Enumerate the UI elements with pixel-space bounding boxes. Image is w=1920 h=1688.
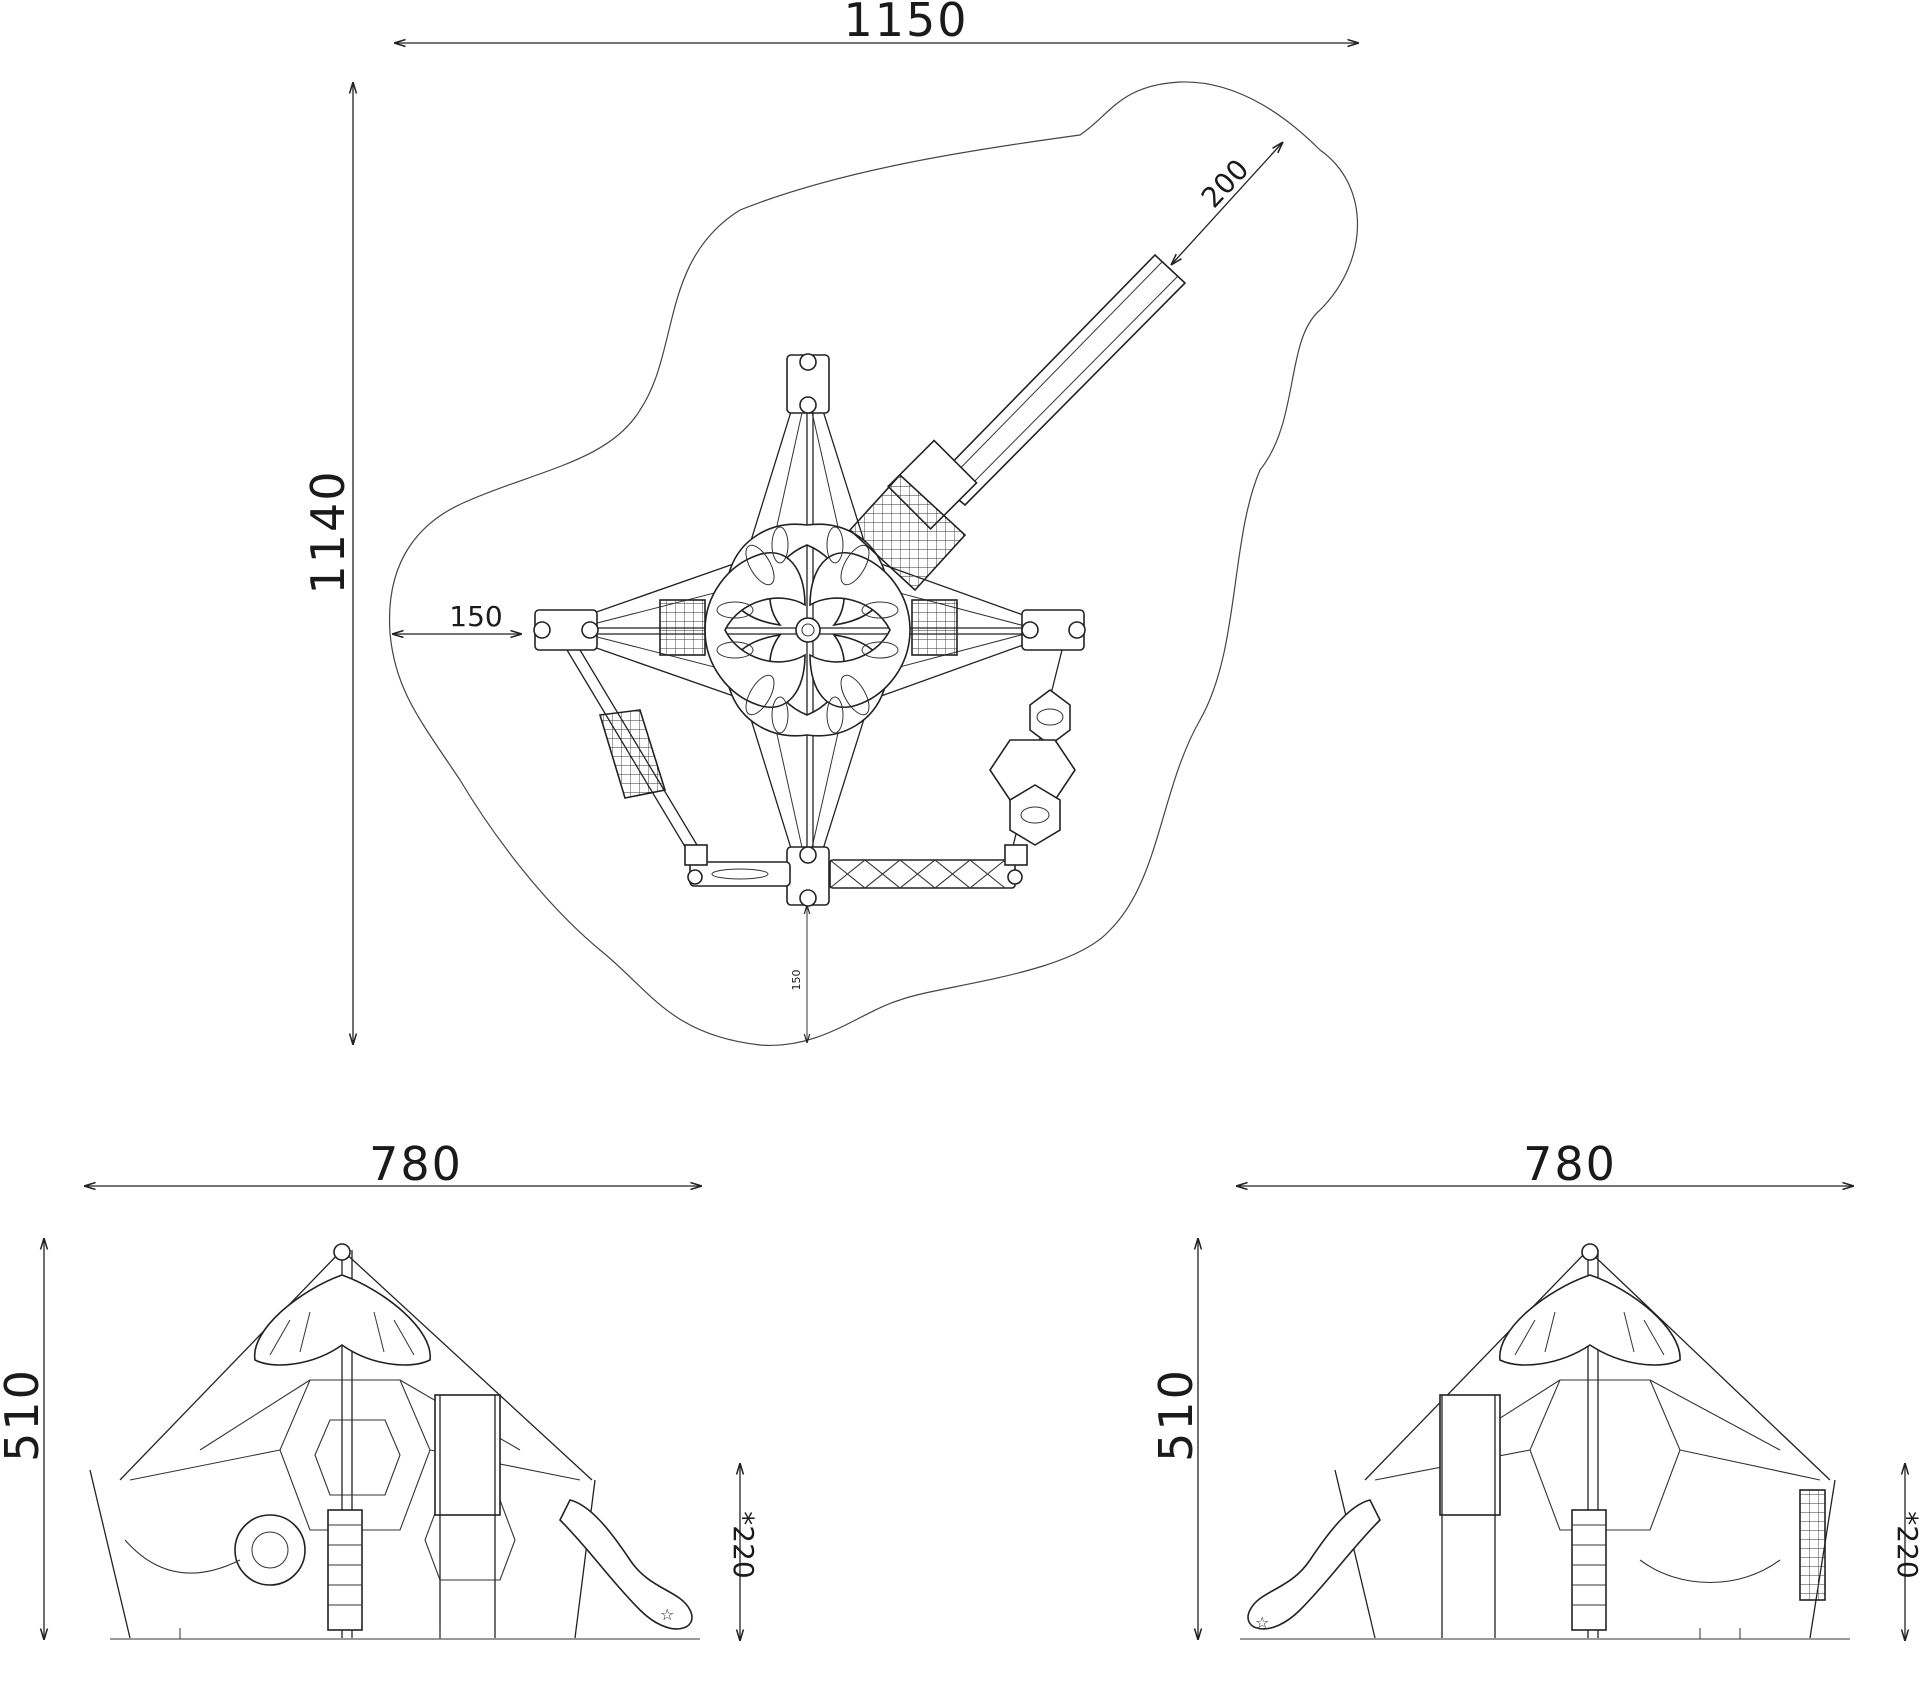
right-ring-climber [989,649,1076,851]
post-left [533,609,599,651]
slide-clearance-label: 200 [1195,153,1256,215]
rear-elevation: 780 510 *220 [1149,1137,1920,1641]
plan-width-label: 1150 [843,0,968,47]
rear-height-label: 510 [1149,1368,1203,1462]
post-top [786,353,830,414]
front-tunnel [234,1514,306,1586]
rear-width-label: 780 [1523,1137,1617,1191]
front-elevation: 780 510 *220 [0,1137,760,1641]
central-structure [535,355,1085,905]
safety-zone-outline [388,81,1358,1047]
slide-plan [887,253,1187,530]
front-height-label: 510 [0,1368,49,1462]
plan-view: 1150 1140 150 150 200 [301,0,1359,1047]
slide-clearance-line [1171,142,1283,265]
svg-text:☆: ☆ [1255,1613,1269,1632]
post-bottom [786,846,830,907]
rear-slide [1247,1499,1381,1630]
front-slide [559,1499,693,1630]
left-clearance-label: 150 [449,600,502,633]
rear-ladder [1571,1509,1607,1631]
rear-platform-height-label: *220 [1891,1511,1920,1578]
bottom-clearance-label: 150 [790,970,803,991]
plan-height-label: 1140 [301,469,355,594]
left-rope-ladder [566,649,701,856]
front-ladder [327,1509,363,1631]
front-hammock [124,1539,241,1574]
front-width-label: 780 [369,1137,463,1191]
post-right [1021,609,1086,651]
central-hub [795,617,821,643]
bottom-bridge [684,844,1028,889]
rear-spider-net [1374,1379,1821,1531]
rear-hammock [1639,1559,1781,1583]
svg-text:☆: ☆ [660,1605,674,1624]
front-platform-height-label: *220 [727,1511,760,1578]
petal-canopy [704,523,911,737]
slide-platform-net [848,473,967,592]
